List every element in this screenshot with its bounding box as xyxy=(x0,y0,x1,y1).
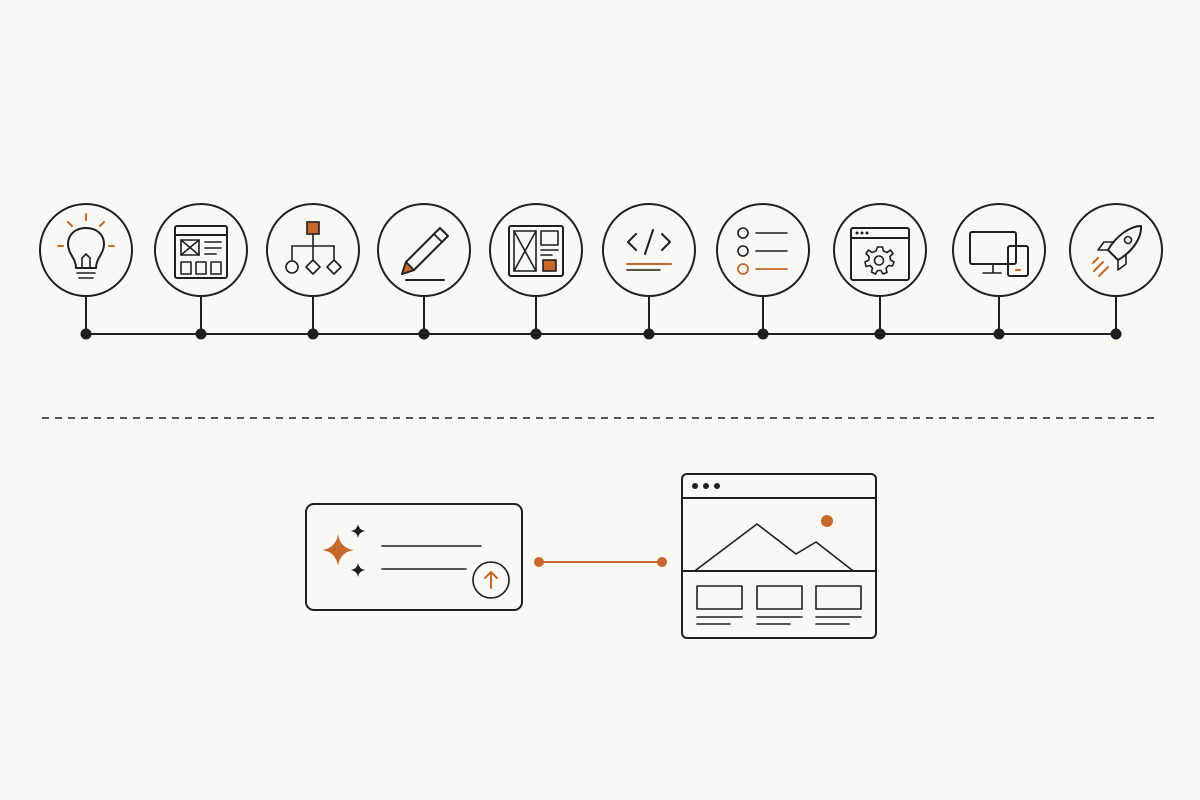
website-preview xyxy=(681,473,877,639)
flow-connector xyxy=(534,557,667,567)
lightbulb-icon xyxy=(57,213,115,279)
stage-4 xyxy=(377,203,471,340)
browser-settings-icon xyxy=(850,227,910,281)
stage-10 xyxy=(1069,203,1163,340)
wireframe-page-icon xyxy=(174,225,228,279)
checklist-icon xyxy=(737,227,788,275)
stage-1 xyxy=(39,203,133,340)
rocket-icon xyxy=(1092,225,1143,277)
ai-prompt-card xyxy=(305,503,523,611)
stage-2 xyxy=(154,203,248,340)
sparkle-icon xyxy=(322,524,365,577)
stage-6 xyxy=(602,203,696,340)
devices-icon xyxy=(969,231,1029,277)
stage-8 xyxy=(833,203,927,340)
stage-5 xyxy=(489,203,583,340)
mockup-layout-icon xyxy=(508,225,564,277)
mountain-image-icon xyxy=(695,515,853,571)
code-icon xyxy=(626,229,672,271)
stage-7 xyxy=(716,203,810,340)
stage-9 xyxy=(952,203,1046,340)
pencil-icon xyxy=(401,227,449,281)
sitemap-icon xyxy=(285,221,342,275)
stage-3 xyxy=(266,203,360,340)
upload-arrow-icon xyxy=(472,561,510,599)
